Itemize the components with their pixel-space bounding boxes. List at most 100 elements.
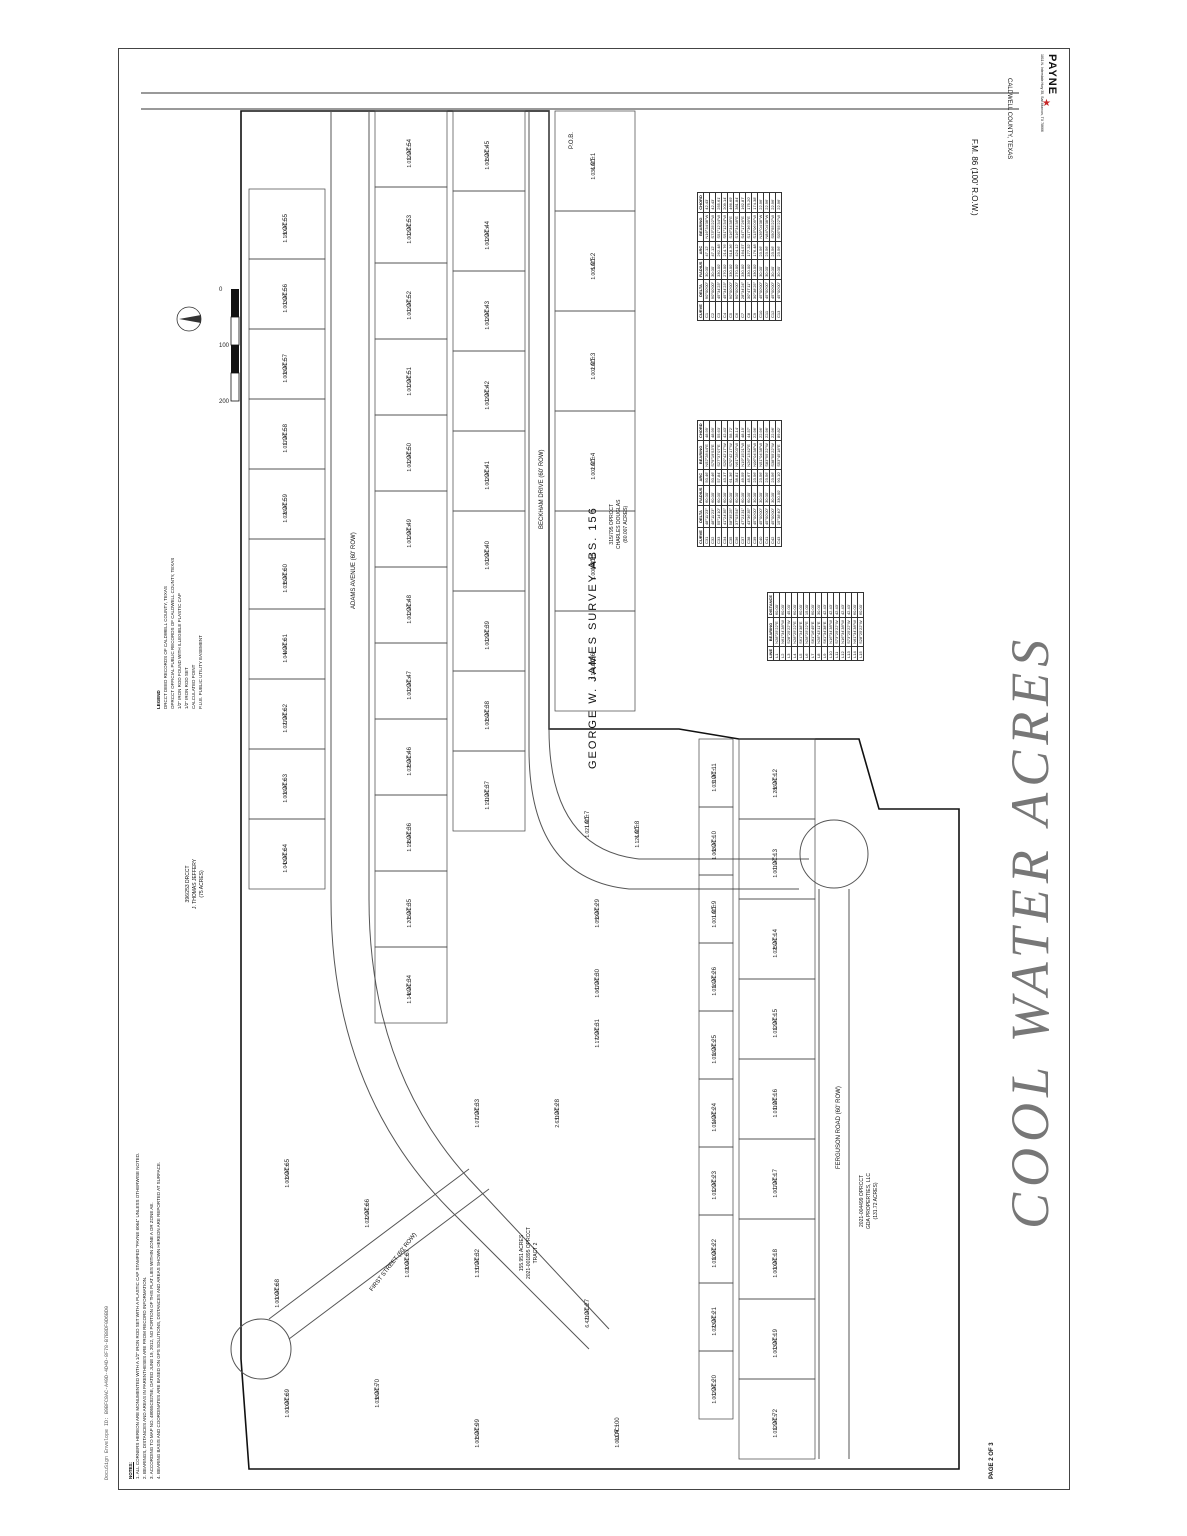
page-label: PAGE 2 OF 3 <box>989 1442 995 1479</box>
table-cell: 58°35'25" <box>727 505 734 528</box>
lot-number: LOT 50 <box>407 442 413 463</box>
table-cell: N16°34'38"W <box>839 617 846 647</box>
pob-label: P.O.B. <box>569 132 575 149</box>
lot-area: 1.016 AC± <box>712 972 718 996</box>
lot-number: LOT 61 <box>283 633 289 654</box>
lot-number: LOT 68 <box>275 1278 281 1299</box>
lot-area: 1.077 AC± <box>475 1104 481 1128</box>
lot-number: LOT 69 <box>285 1388 291 1409</box>
lot-number: LOT 62 <box>283 703 289 724</box>
lot-area: 1.003 AC± <box>283 289 289 313</box>
lot-number: LOT 7 <box>585 810 591 827</box>
firm-address: 1811 N. Interstate Hwy 35, San Marcos, T… <box>1040 54 1044 132</box>
scale-tick: 0 <box>219 287 223 293</box>
table-cell: 30.00' <box>775 259 782 280</box>
table-cell: 424.12' <box>733 241 740 260</box>
firm-title-block: CALDWELL COUNTY, TEXAS PAYNE 1811 N. Int… <box>1000 48 1068 168</box>
table-cell: 45°34'23" <box>721 279 728 302</box>
lot-area: 1.035 AC± <box>283 569 289 593</box>
table-cell: 45°00'00" <box>775 279 782 302</box>
lot-number: LOT 28 <box>555 1098 561 1119</box>
table-cell: 89.82' <box>775 420 782 441</box>
lot-number: LOT 40 <box>485 540 491 561</box>
scale-bar: 0 100 200 <box>219 287 240 405</box>
table-cell: 37°03'54" <box>733 505 740 528</box>
lot-area: 1.002 AC± <box>591 356 597 380</box>
table-cell: S17°36'39"E <box>745 212 752 242</box>
table-cell: N39°04'38"W <box>757 212 764 242</box>
north-arrow-icon <box>176 306 202 332</box>
lot-area: 1.180 AC± <box>283 219 289 243</box>
lot-number: LOT 11 <box>712 763 718 783</box>
lot-number: LOT 29 <box>595 898 601 919</box>
lot-area: 1.191 AC± <box>485 786 491 810</box>
star-icon: ★ <box>1042 98 1051 109</box>
lot-area: 1.002 AC± <box>407 448 413 472</box>
lot-number: LOT 30 <box>595 968 601 989</box>
lot-number: LOT 72 <box>773 1408 779 1429</box>
table-cell: N61°34'38"W <box>779 617 786 647</box>
table-cell: 55°14'10" <box>715 505 722 528</box>
table-cell: 177.32' <box>745 241 752 260</box>
table-cell: C13 <box>775 301 782 321</box>
lot-number: LOT 57 <box>283 353 289 374</box>
lot-area: 1.000 AC± <box>591 556 597 580</box>
lot-area: 1.005 AC± <box>475 1424 481 1448</box>
table-cell: N28°25'22"E <box>791 617 798 647</box>
table-cell: 45°00'00" <box>769 505 776 528</box>
lot-number: LOT 17 <box>773 1168 779 1189</box>
lot-area: 1.005 AC± <box>591 256 597 280</box>
lot-number: LOT 31 <box>595 1018 601 1039</box>
lot-number: LOT 1 <box>591 152 597 169</box>
lot-number: LOT 22 <box>712 1238 718 1259</box>
lot-number: LOT 70 <box>375 1378 381 1399</box>
lot-area: 1.043 AC± <box>283 849 289 873</box>
lot-number: LOT 53 <box>407 214 413 235</box>
lot-parcel <box>698 1350 734 1420</box>
table-cell: 45°00'00" <box>757 505 764 528</box>
lot-area: 1.059 AC± <box>595 904 601 928</box>
lot-area: 1.025 AC± <box>773 934 779 958</box>
lot-number: LOT 27 <box>585 1298 591 1319</box>
lot-number: LOT 14 <box>773 928 779 949</box>
table-cell: N19°15'21"W <box>739 440 746 470</box>
lot-area: 1.031 AC± <box>712 768 718 792</box>
table-cell: S16°34'38"E <box>733 212 740 242</box>
table-cell: N16°34'38"W <box>703 212 710 242</box>
lot-number: LOT 49 <box>407 518 413 539</box>
lot-parcel <box>738 1378 816 1460</box>
table-cell: S05°55'22"W <box>775 212 782 242</box>
lot-area: 1.020 AC± <box>405 1254 411 1278</box>
scale-tick: 100 <box>219 343 230 349</box>
lot-number: LOT 18 <box>773 1248 779 1269</box>
table-cell: N28°25'22"E <box>803 617 810 647</box>
lot-area: 1.026 AC± <box>283 499 289 523</box>
lot-number: LOT 55 <box>283 213 289 234</box>
lot-number: LOT 51 <box>407 366 413 387</box>
table-cell: S73°25'22"W <box>709 212 716 242</box>
firm-logo: PAYNE <box>1046 54 1058 96</box>
table-cell: 23.56' <box>775 241 782 260</box>
lot-area: 1.002 AC± <box>485 386 491 410</box>
note-item: 1. ALL CORNERS HEREON ARE MONUMENTED WIT… <box>135 1152 140 1479</box>
lot-area: 1.002 AC± <box>485 466 491 490</box>
lot-number: LOT 4 <box>591 452 597 469</box>
table-cell: N61°34'38"W <box>851 617 858 647</box>
lot-area: 1.011 AC± <box>773 1094 779 1117</box>
lot-area: 1.016 AC± <box>712 1040 718 1064</box>
lot-number: LOT 42 <box>485 380 491 401</box>
legend-item: DRCCT DEED RECORDS OF CALDWELL COUNTY, T… <box>163 586 168 709</box>
table-cell: N61°28'03"W <box>733 440 740 470</box>
lot-parcel <box>554 610 636 712</box>
table-cell: C43 <box>775 527 782 547</box>
lot-area: 1.067 AC± <box>595 974 601 998</box>
lot-parcel <box>452 750 526 832</box>
cul-de-sac <box>799 819 869 889</box>
